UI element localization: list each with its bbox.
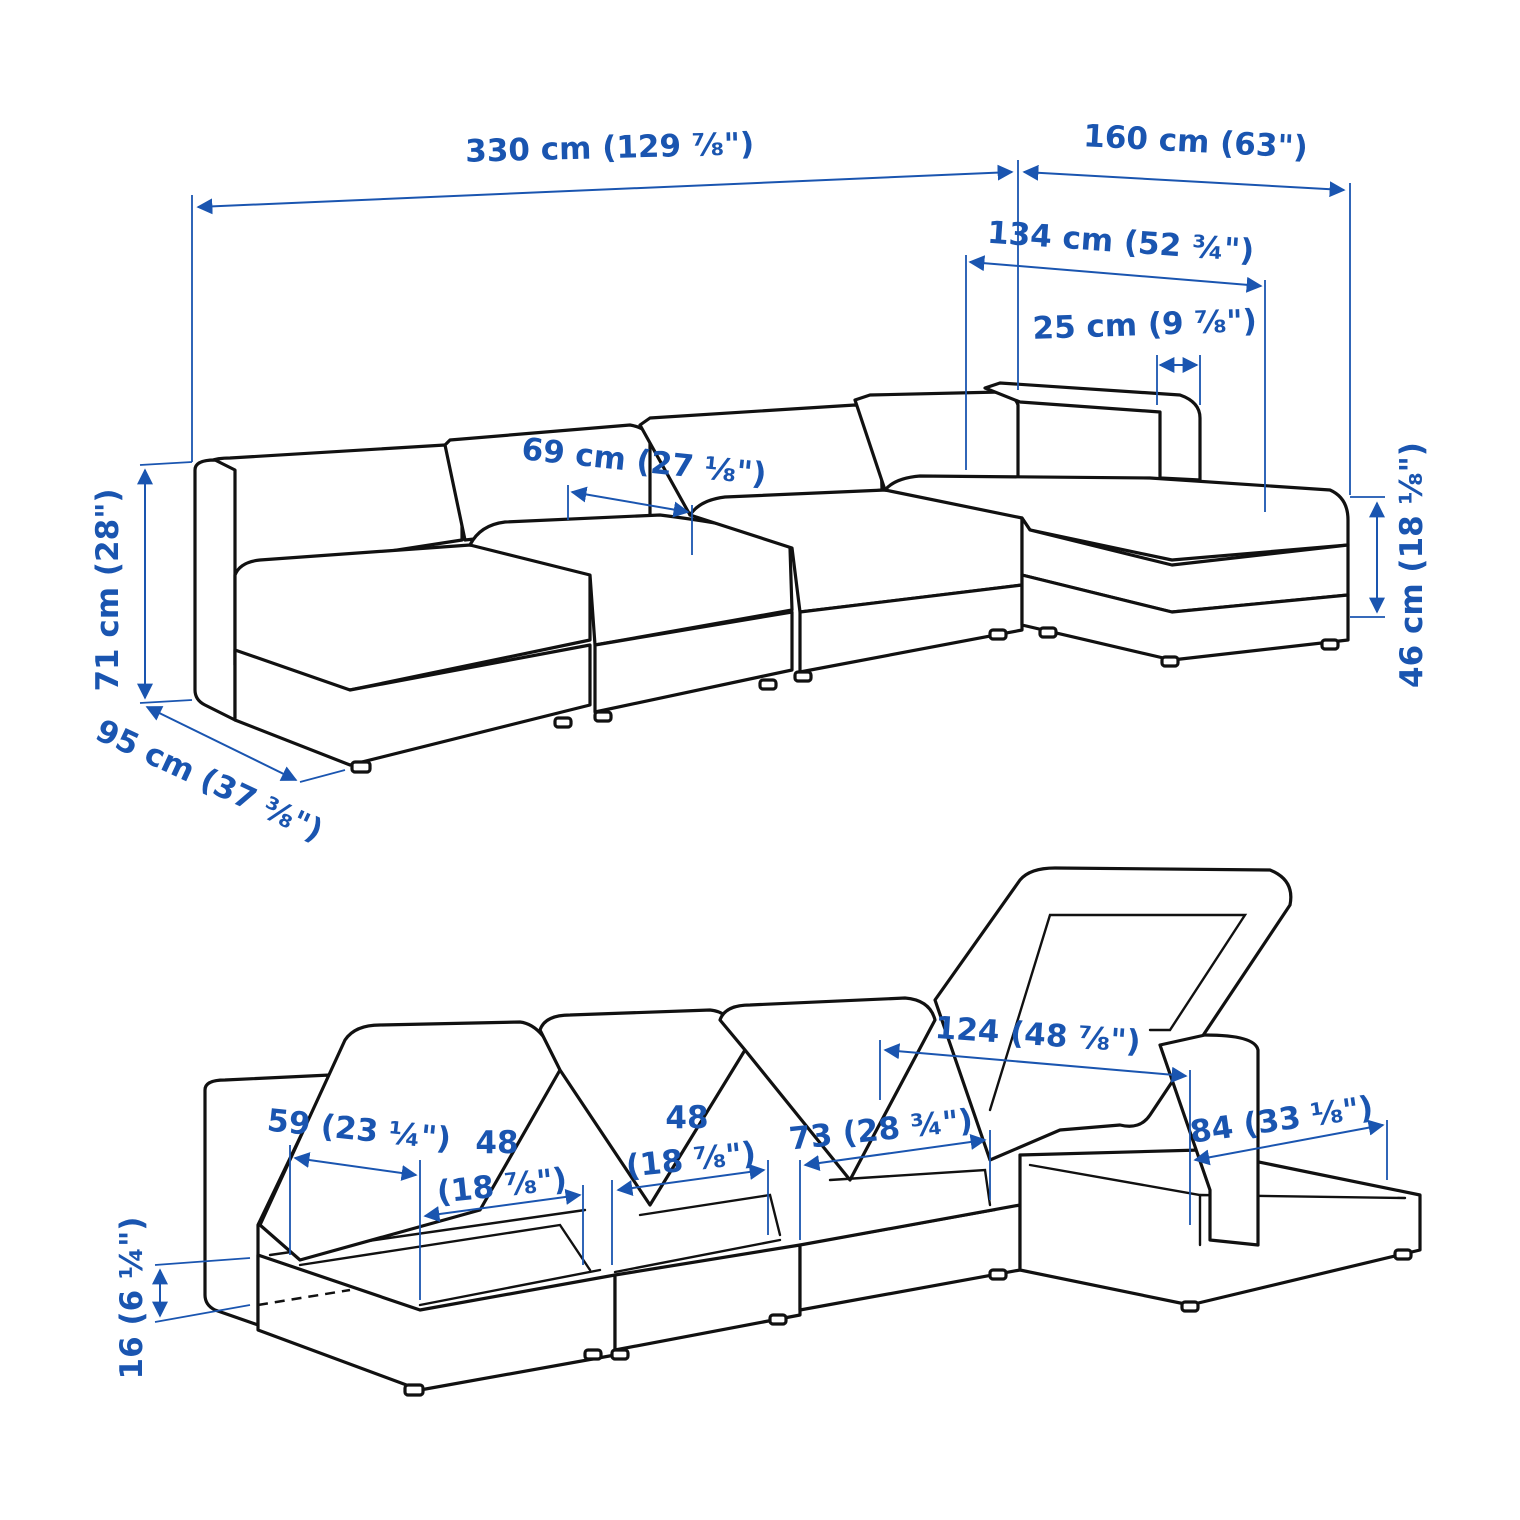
sofa-assembled-drawing xyxy=(193,381,1350,774)
chaise-seat-width-label: 134 cm (52 ¾") xyxy=(986,215,1255,270)
storage-height-label: 16 (6 ¼") xyxy=(114,1217,150,1380)
storage-width-1-value: 48 xyxy=(475,1125,518,1161)
overall-width-label: 330 cm (129 ⅞") xyxy=(465,126,755,170)
storage-width-2-value: 48 xyxy=(665,1100,708,1136)
seat-height-label: 46 cm (18 ⅛") xyxy=(1394,442,1430,688)
armrest-width-label: 25 cm (9 ⅞") xyxy=(1032,303,1257,347)
top-dimension-lines xyxy=(137,160,1385,783)
height-label: 71 cm (28") xyxy=(90,488,126,691)
storage-dimension-lines xyxy=(152,1040,1388,1323)
chaise-width-label: 160 cm (63") xyxy=(1082,118,1308,166)
